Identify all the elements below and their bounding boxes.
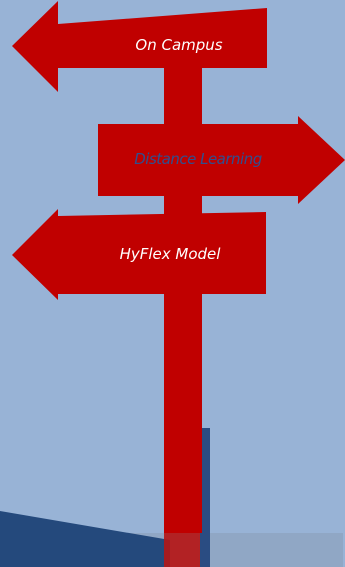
sign-label-hyflex-model: HyFlex Model [119,245,221,263]
sign-arrow-on-campus [12,1,267,92]
ground-dark-wedge [0,511,170,567]
sign-label-distance-learning: Distance Learning [134,150,262,168]
sign-label-on-campus: On Campus [135,36,223,54]
sign-arrow-distance-learning [98,116,345,204]
post-shadow-base [200,533,210,567]
post-shadow [200,428,210,567]
sign-arrow-hyflex-model [12,209,266,300]
sign-post-base [164,533,202,567]
